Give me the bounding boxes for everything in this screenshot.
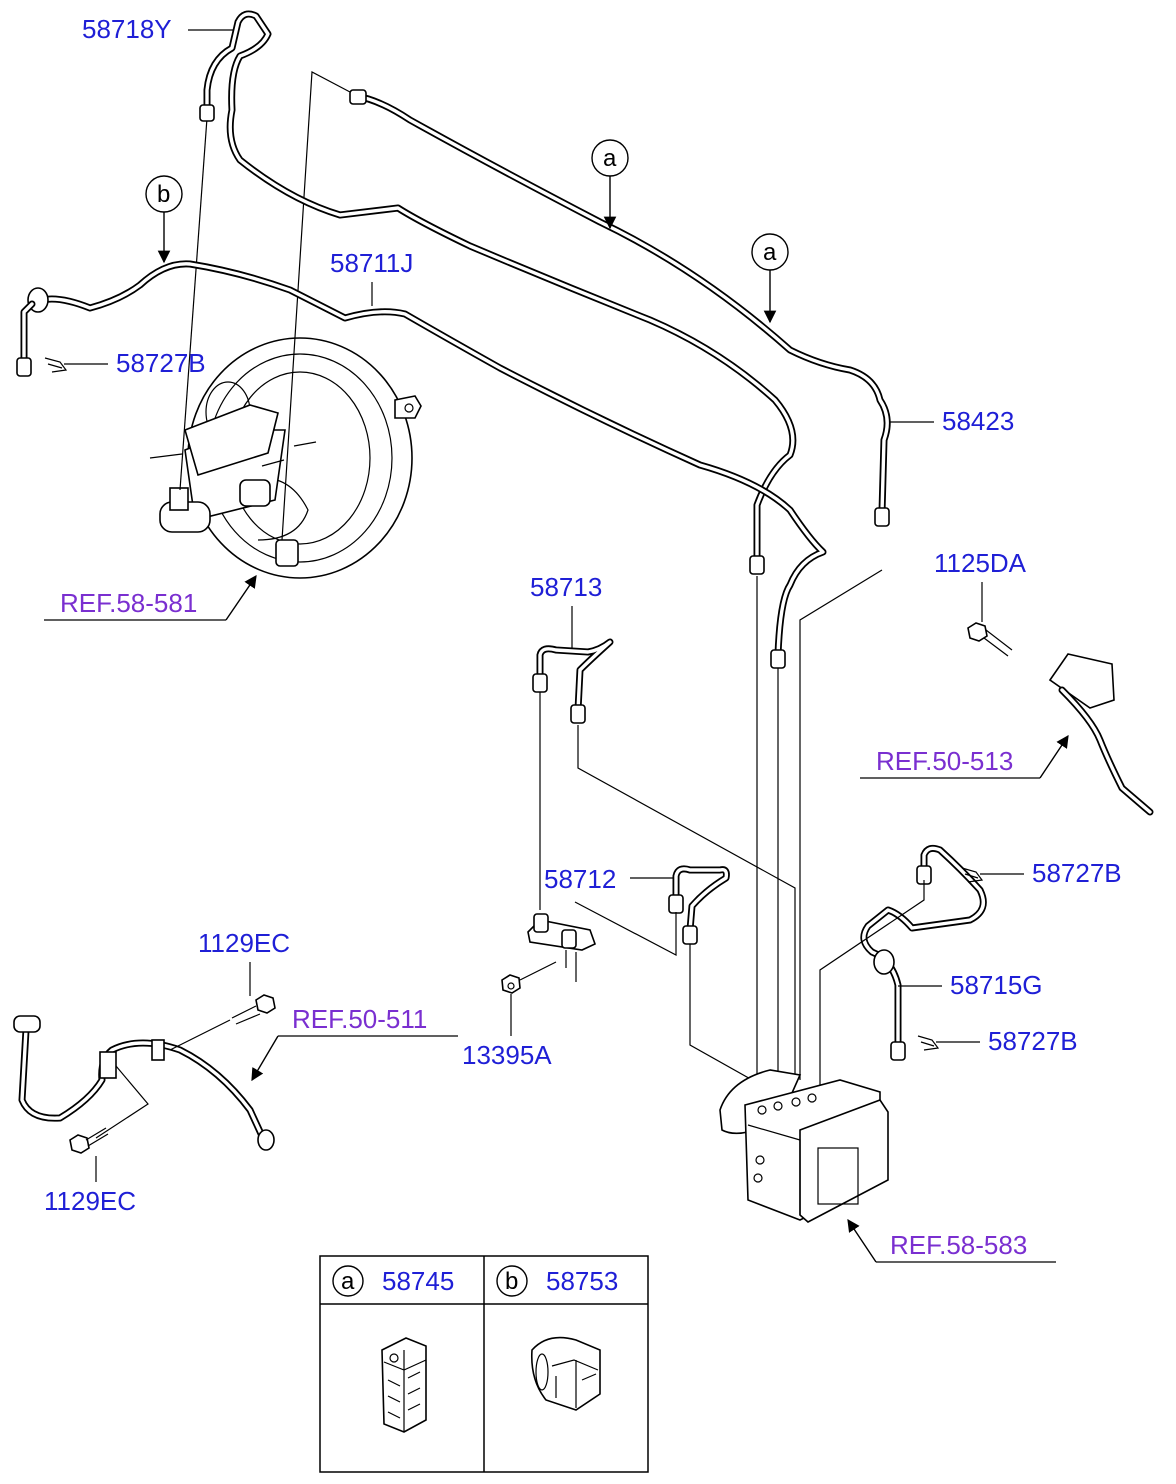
label-1129EC-top: 1129EC [198, 928, 290, 958]
tube-bracket [527, 913, 596, 982]
label-1125DA: 1125DA [934, 548, 1027, 578]
label-13395A: 13395A [462, 1040, 552, 1070]
legend-table: a 58745 b 58753 [319, 1255, 649, 1473]
label-58713: 58713 [530, 572, 602, 602]
callout-a-letter-1: a [603, 145, 617, 172]
brake-tube-58718Y [199, 10, 797, 575]
legend-b-letter: b [505, 1268, 518, 1295]
legend-a-part: 58745 [382, 1266, 454, 1296]
legend-a-letter: a [341, 1268, 355, 1295]
label-58715G: 58715G [950, 970, 1043, 1000]
label-58727B-right-bottom: 58727B [988, 1026, 1078, 1056]
clip-58727B-left [44, 357, 68, 373]
legend-a-circle [332, 1265, 364, 1297]
brake-tube-58713 [532, 638, 614, 724]
callout-b-letter: b [157, 181, 170, 208]
bolt-1129EC-top [231, 994, 276, 1025]
brake-booster [187, 337, 422, 579]
label-58718Y: 58718Y [82, 14, 172, 44]
ref-50-511: REF.50-511 [292, 1004, 427, 1034]
master-cylinder [149, 404, 317, 533]
nut-13395A [501, 974, 521, 994]
clip-58753-icon [530, 1336, 601, 1411]
label-58711J: 58711J [330, 248, 413, 278]
bolt-1125DA [967, 622, 1013, 657]
ref-58-583: REF.58-583 [890, 1230, 1027, 1260]
label-58423: 58423 [942, 406, 1014, 436]
brake-hose-pedal [1048, 653, 1154, 816]
label-58727B-left: 58727B [116, 348, 206, 378]
brake-tube-58712 [668, 865, 730, 945]
clip-58727B-right-top [961, 867, 984, 883]
hecu-abs-unit [719, 1069, 889, 1223]
label-1129EC-bottom: 1129EC [44, 1186, 136, 1216]
ref-50-513: REF.50-513 [876, 746, 1013, 776]
brake-tube-58711J [16, 260, 827, 669]
callout-a-letter-2: a [763, 239, 777, 266]
clip-58727B-right-bottom [917, 1035, 940, 1051]
label-58727B-right-top: 58727B [1032, 858, 1122, 888]
label-58712: 58712 [544, 864, 616, 894]
legend-b-circle [496, 1265, 528, 1297]
ref-58-581: REF.58-581 [60, 588, 197, 618]
legend-b-part: 58753 [546, 1266, 618, 1296]
bolt-1129EC-bottom [69, 1127, 109, 1154]
brake-tube-58423 [349, 89, 891, 527]
clip-58745-icon [381, 1337, 427, 1433]
brake-hose-rear [13, 1015, 275, 1151]
